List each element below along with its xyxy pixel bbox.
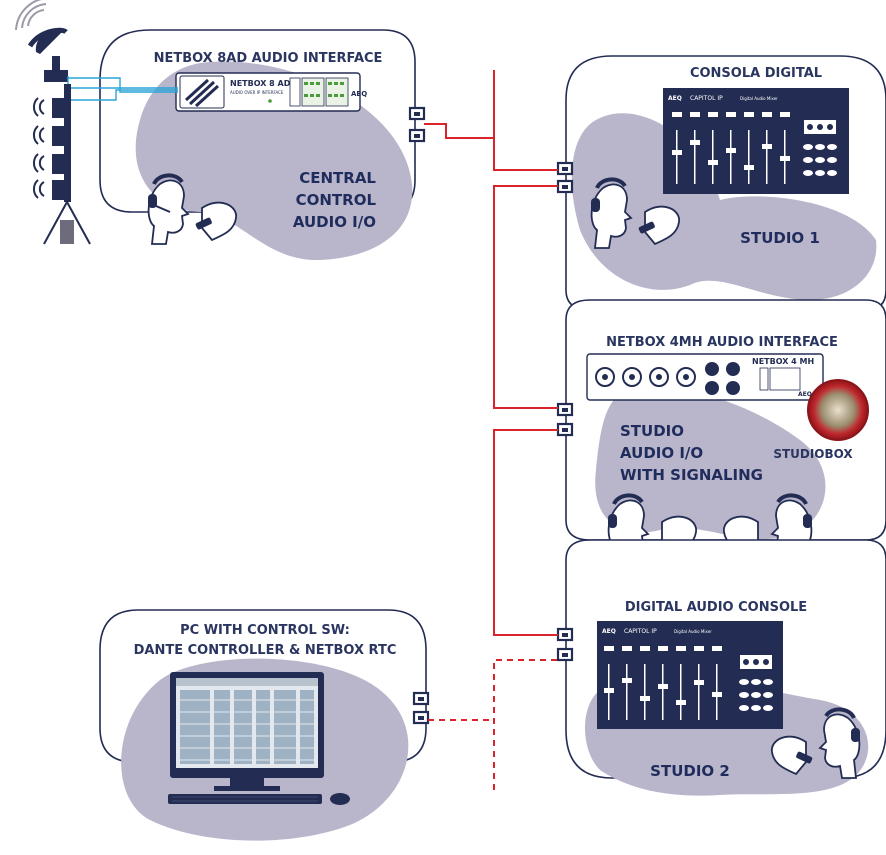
audio-cable-2 <box>71 89 178 101</box>
computer-monitor-icon <box>170 672 324 791</box>
rj45-port-icon <box>556 179 574 194</box>
studio-io-blob <box>595 388 826 540</box>
netbox-4mh-model: NETBOX 4 MH <box>752 357 814 366</box>
link-studio-io-lower <box>493 429 558 636</box>
studio-io-label-line-3: WITH SIGNALING <box>620 466 763 484</box>
netbox-4mh-device: NETBOX 4 MH AEQ <box>586 353 824 401</box>
audio-cable-1 <box>67 76 178 93</box>
netbox-8ad-model: NETBOX 8 AD <box>230 79 291 88</box>
rj45-port-icon <box>556 402 574 417</box>
studio-1-blob <box>571 113 877 300</box>
studio-1-title: CONSOLA DIGITAL <box>690 66 822 81</box>
studio-2-console-tag: Digital Audio Mixer <box>674 629 712 634</box>
central-title: NETBOX 8AD AUDIO INTERFACE <box>154 51 383 66</box>
studio-1-console-brand: AEQ <box>668 95 682 102</box>
studio-1-console-model: CAPITOL IP <box>690 95 723 102</box>
link-central <box>424 123 494 139</box>
netbox-8ad-subtitle: AUDIO OVER IP INTERFACE <box>230 90 284 95</box>
studiobox-label: STUDIOBOX <box>773 447 853 461</box>
netbox-8ad-brand: AEQ <box>351 90 367 98</box>
studio-1-console-tag: Digital Audio Mixer <box>740 96 778 101</box>
link-dashed-trunk <box>493 659 558 790</box>
headset-operator-icon <box>147 173 237 245</box>
wifi-signal-icon <box>15 0 47 31</box>
rj45-port-icon <box>412 691 430 706</box>
rj45-port-icon <box>556 161 574 176</box>
central-control-panel: NETBOX 8AD AUDIO INTERFACE CENTRAL CONTR… <box>99 29 426 261</box>
studiobox-device <box>807 379 869 441</box>
netbox-4mh-brand: AEQ <box>798 391 812 398</box>
rj45-port-icon <box>556 647 574 662</box>
studio-2-console-model: CAPITOL IP <box>624 628 657 635</box>
studio-1-console: AEQ CAPITOL IP Digital Audio Mixer <box>663 88 849 194</box>
pc-title-line-1: PC WITH CONTROL SW: <box>180 623 350 638</box>
rj45-port-icon <box>408 128 426 143</box>
studio-io-label-line-1: STUDIO <box>620 422 684 440</box>
antenna-group <box>15 0 178 245</box>
rj45-port-icon <box>408 106 426 121</box>
central-label-line-2: CONTROL <box>296 191 377 209</box>
antenna-mast-icon <box>32 84 91 245</box>
studio-1-label: STUDIO 1 <box>740 229 820 247</box>
mouse-icon <box>330 793 350 805</box>
studio-2-panel: DIGITAL AUDIO CONSOLE STUDIO 2 AEQ CAPIT… <box>556 539 886 796</box>
headset-operator-icon <box>590 177 680 249</box>
network-links <box>424 70 558 790</box>
studio-io-label-line-2: AUDIO I/O <box>620 444 703 462</box>
studio-2-title: DIGITAL AUDIO CONSOLE <box>625 600 807 615</box>
studio-2-label: STUDIO 2 <box>650 762 730 780</box>
studio-2-console: AEQ CAPITOL IP Digital Audio Mixer <box>597 621 783 729</box>
link-trunk-top <box>493 70 558 171</box>
rj45-port-icon <box>556 422 574 437</box>
pc-title-line-2: DANTE CONTROLLER & NETBOX RTC <box>134 643 397 658</box>
netbox-8ad-device: NETBOX 8 AD AUDIO OVER IP INTERFACE AEQ <box>175 72 367 112</box>
headset-operator-icon <box>771 707 861 779</box>
central-label-line-3: AUDIO I/O <box>293 213 376 231</box>
central-label-line-1: CENTRAL <box>299 169 376 187</box>
studio-io-title: NETBOX 4MH AUDIO INTERFACE <box>606 335 838 350</box>
satellite-dish-icon <box>27 27 68 82</box>
keyboard-icon <box>168 794 322 804</box>
link-studio1-lower <box>493 185 558 409</box>
rj45-port-icon <box>412 710 430 725</box>
studio-1-panel: CONSOLA DIGITAL STUDIO 1 AEQ CAPITOL IP … <box>556 55 886 311</box>
pc-panel: PC WITH CONTROL SW: DANTE CONTROLLER & N… <box>99 609 430 841</box>
studio-2-console-brand: AEQ <box>602 628 616 635</box>
rj45-port-icon <box>556 627 574 642</box>
studio-io-panel: NETBOX 4MH AUDIO INTERFACE STUDIO AUDIO … <box>556 299 886 565</box>
